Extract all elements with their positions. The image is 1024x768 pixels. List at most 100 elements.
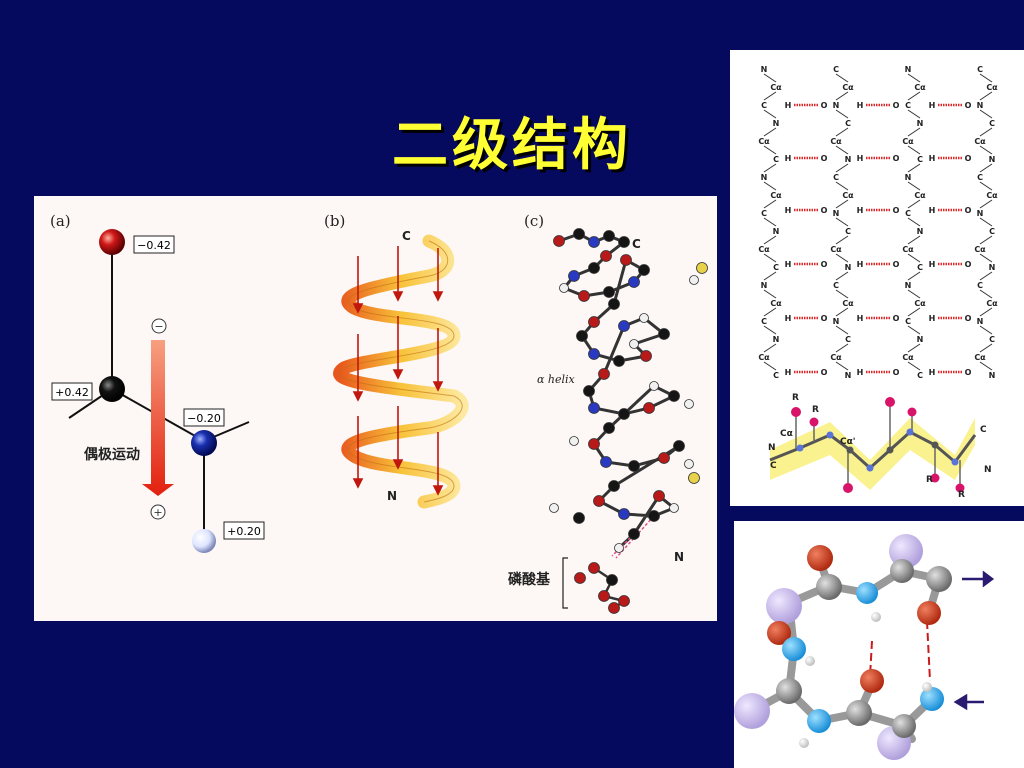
strand-atom: Cα — [986, 83, 998, 92]
turn-nitrogen-4 — [920, 687, 944, 711]
strand-atom: N — [905, 65, 912, 74]
nitrogen-atom — [191, 430, 217, 456]
helix-atom — [568, 270, 580, 282]
helix-atom — [588, 348, 600, 360]
strand-atom: Cα — [830, 353, 842, 362]
h-atom: H — [857, 154, 864, 163]
turn-side-2 — [766, 588, 802, 624]
o-atom: O — [821, 101, 828, 110]
o-atom: O — [965, 314, 972, 323]
helix-n-label: N — [674, 550, 684, 564]
svg-text:+0.20: +0.20 — [227, 525, 261, 538]
turn-carbon-3 — [926, 566, 952, 592]
strand-atom: Cα — [974, 137, 986, 146]
helix-atom — [549, 503, 559, 513]
strand-atom: N — [917, 335, 924, 344]
o-atom: O — [821, 368, 828, 377]
strand-atom: Cα — [758, 245, 770, 254]
plus-sign: + — [150, 504, 166, 520]
o-atom: O — [893, 368, 900, 377]
backbone-bond — [907, 307, 921, 317]
strand-atom: C — [833, 65, 839, 74]
strand-atom: C — [989, 119, 995, 128]
helix-atom — [648, 510, 660, 522]
strand-atom: C — [977, 173, 983, 182]
o-atom: O — [821, 154, 828, 163]
h-atom: H — [929, 101, 936, 110]
helix-atom — [593, 495, 605, 507]
helix-atom — [696, 262, 708, 274]
h-atom: H — [785, 314, 792, 323]
strand-atom: N — [773, 227, 780, 236]
strand-atom: C — [977, 65, 983, 74]
turn-side-1 — [889, 534, 923, 568]
backbone-bond — [979, 325, 993, 335]
strand-atom: Cα — [974, 353, 986, 362]
strand-atom: Cα — [902, 353, 914, 362]
helix-n-terminus: N — [387, 489, 397, 503]
pleated-sheet — [769, 397, 977, 493]
backbone-bond — [979, 181, 993, 191]
o-atom: O — [965, 260, 972, 269]
backbone-bond — [835, 235, 849, 245]
strand-atom: Cα — [914, 83, 926, 92]
helix-ribbon — [333, 234, 469, 509]
backbone-bond — [907, 253, 921, 263]
helix-atom — [620, 254, 632, 266]
turn-nitrogen-3 — [807, 709, 831, 733]
strand-atom: Cα — [902, 137, 914, 146]
strand-atom: C — [917, 155, 923, 164]
strand-atom: Cα — [986, 191, 998, 200]
oxygen-atom — [99, 229, 125, 255]
r-group-4: R — [958, 490, 965, 500]
strand-atom: C — [761, 101, 767, 110]
o-atom: O — [965, 368, 972, 377]
backbone-bond — [907, 145, 921, 155]
strand-atom: N — [977, 317, 984, 326]
panel-c-label: (c) — [524, 212, 544, 230]
helix-atom — [649, 381, 659, 391]
backbone-bond — [907, 163, 921, 173]
strand-atom: N — [917, 119, 924, 128]
strand-atom: Cα — [914, 191, 926, 200]
backbone-bond — [907, 361, 921, 371]
strand-atom: C — [845, 335, 851, 344]
helix-atom — [574, 572, 586, 584]
helix-atom — [608, 298, 620, 310]
strand-atom: N — [989, 155, 996, 164]
charge-box-top: −0.42 — [133, 235, 175, 254]
turn-oxygen-4 — [860, 669, 884, 693]
helix-atom — [653, 490, 665, 502]
h-atom: H — [929, 314, 936, 323]
h-atom: H — [785, 101, 792, 110]
h-atom: H — [785, 154, 792, 163]
backbone-bond — [763, 217, 777, 227]
backbone-bond — [763, 307, 777, 317]
strand-atom: N — [977, 209, 984, 218]
beta-turn-svg — [734, 534, 995, 760]
helix-c-label: C — [632, 237, 641, 251]
backbone-bond — [979, 127, 993, 137]
helix-atom — [618, 508, 630, 520]
strand-atom: C — [989, 227, 995, 236]
h-atom: H — [857, 260, 864, 269]
backbone-bond — [979, 307, 993, 317]
backbone-bond — [979, 91, 993, 101]
beta-strands: NCαCNCαCNCαCNCαCNCαCNCαCCCαNCCαNCCαNCCαN… — [758, 65, 998, 380]
r-group-1: R — [792, 393, 799, 403]
turn-nitrogen-1 — [856, 582, 878, 604]
strand-atom: Cα — [770, 191, 782, 200]
backbone-bond — [907, 271, 921, 281]
strand-atom: C — [761, 317, 767, 326]
strand-atom: C — [833, 173, 839, 182]
helix-atom — [613, 355, 625, 367]
beta-turn-figure — [734, 521, 1024, 768]
helix-atom — [684, 399, 694, 409]
helix-atom — [573, 512, 585, 524]
strand-atom: Cα — [758, 137, 770, 146]
strand-atom: Cα — [770, 83, 782, 92]
strand-atom: N — [845, 371, 852, 380]
helix-atom — [573, 228, 585, 240]
helix-atom — [688, 472, 700, 484]
beta-sheet-svg: NCαCNCαCNCαCNCαCNCαCNCαCCCαNCCαNCCαNCCαN… — [758, 65, 998, 500]
